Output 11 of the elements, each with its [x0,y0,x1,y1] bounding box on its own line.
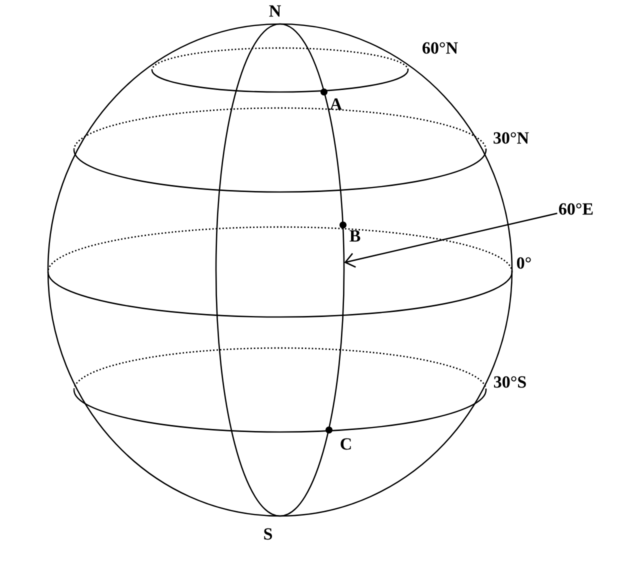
point-label: C [340,438,351,450]
line-label: 60°E [559,203,593,215]
arrow [344,212,558,268]
pole-label: S [264,528,272,540]
point-label: B [350,230,360,242]
pole-label: N [269,5,281,17]
latitude-label: 60°N [422,42,458,54]
point-label: A [330,98,342,110]
latitude-label: 30°N [494,132,529,144]
latitude-label: 30°S [494,376,526,388]
latitude-label: 0° [517,257,531,269]
